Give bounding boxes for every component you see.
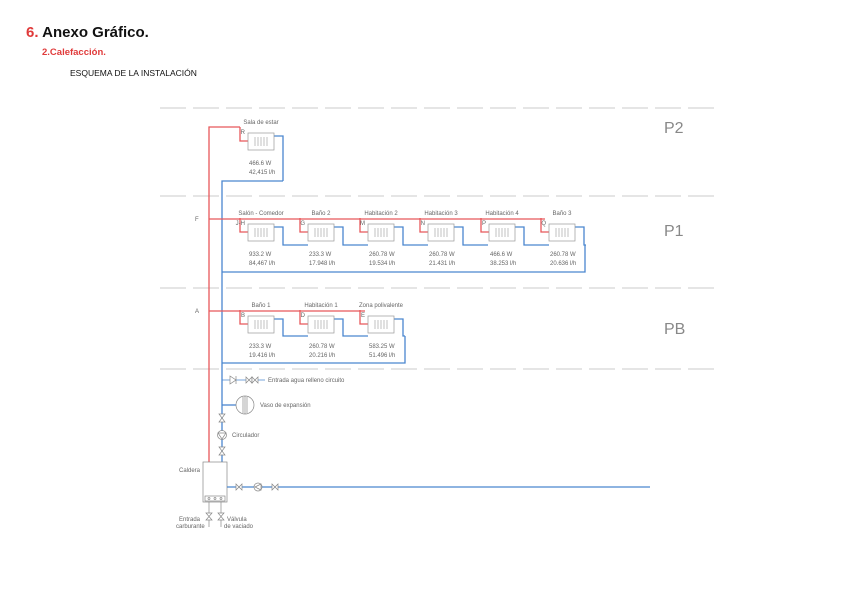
- return-branch: [575, 226, 586, 246]
- expansion-vessel: Vaso de expansión: [222, 395, 311, 415]
- level-label-p2: P2: [664, 120, 684, 137]
- node-tag: Q: [541, 221, 546, 227]
- supply-branch: [239, 127, 248, 142]
- node-tag: P: [482, 221, 486, 227]
- svg-text:Caldera: Caldera: [179, 468, 201, 474]
- radiator-power: 466.6 W: [249, 161, 272, 167]
- return-branch: [515, 226, 549, 246]
- return-branch: [394, 318, 405, 337]
- supply-branch: [480, 218, 489, 233]
- radiator-power: 260.78 W: [429, 252, 455, 258]
- radiator-group: Habitación 1 D 260.78 W 20.216 l/h: [299, 303, 368, 359]
- radiator-group: Baño 1 B 233.3 W 19.416 l/h: [239, 303, 308, 359]
- radiator-power: 233.3 W: [249, 344, 272, 350]
- node-f: F: [195, 217, 199, 223]
- return-pb: [222, 336, 406, 364]
- radiator-group: Baño 2 G 233.3 W 17.948 l/h: [299, 211, 368, 267]
- radiator-flow: 20.636 l/h: [550, 261, 576, 267]
- node-tag: B: [241, 313, 245, 319]
- radiator-flow: 51.496 l/h: [369, 353, 395, 359]
- radiator-flow: 38.253 l/h: [490, 261, 516, 267]
- circulator-pump: Circulador: [217, 413, 259, 456]
- svg-text:de vaciado: de vaciado: [224, 524, 254, 530]
- return-branch: [274, 318, 308, 337]
- return-branch: [274, 226, 308, 246]
- supply-branch: [299, 310, 308, 325]
- svg-text:carburante: carburante: [176, 524, 205, 530]
- room-name: Baño 3: [552, 211, 572, 217]
- radiator-power: 233.3 W: [309, 252, 332, 258]
- radiator-power: 260.78 W: [309, 344, 335, 350]
- radiator-flow: 84,467 l/h: [249, 261, 275, 267]
- section-title: 6. Anexo Gráfico.: [26, 24, 149, 41]
- radiator-power: 583.25 W: [369, 344, 395, 350]
- node-tag: M: [360, 221, 365, 227]
- room-name: Zona polivalente: [359, 303, 404, 309]
- return-branch: [334, 226, 368, 246]
- room-name: Habitación 3: [424, 211, 458, 217]
- radiator-flow: 20.216 l/h: [309, 353, 335, 359]
- level-label-pb: PB: [664, 321, 685, 338]
- return-p1: [222, 245, 586, 273]
- floor-dividers: [160, 107, 720, 370]
- room-name: Baño 1: [251, 303, 271, 309]
- return-branch: [274, 135, 284, 181]
- room-name: Baño 2: [311, 211, 331, 217]
- room-name: Sala de estar: [243, 120, 278, 126]
- node-tag: R: [241, 130, 246, 136]
- node-tag: E: [361, 313, 365, 319]
- node-a: A: [195, 309, 199, 315]
- svg-text:Entrada: Entrada: [179, 517, 201, 523]
- supply-branch: [239, 218, 248, 233]
- svg-text:Válvula: Válvula: [227, 517, 247, 523]
- supply-branch: [359, 218, 368, 233]
- node-tag: N: [421, 221, 425, 227]
- node-tag: J-H: [236, 221, 245, 227]
- radiator-flow: 19.534 l/h: [369, 261, 395, 267]
- radiator-group: Baño 3 Q 260.78 W 20.636 l/h: [540, 211, 586, 267]
- radiator-power: 466.6 W: [490, 252, 513, 258]
- room-name: Salón - Comedor: [238, 211, 283, 217]
- radiator-flow: 42,415 l/h: [249, 170, 275, 176]
- node-tag: D: [301, 313, 306, 319]
- supply-branch: [419, 218, 428, 233]
- node-tag: G: [300, 221, 305, 227]
- return-riser: [221, 180, 283, 462]
- radiator-power: 260.78 W: [550, 252, 576, 258]
- radiator-power: 260.78 W: [369, 252, 395, 258]
- supply-branch: [540, 218, 549, 233]
- supply-branch: [359, 310, 368, 325]
- radiator-flow: 19.416 l/h: [249, 353, 275, 359]
- supply-riser: [208, 126, 240, 462]
- return-branch: [334, 318, 368, 337]
- room-name: Habitación 4: [485, 211, 519, 217]
- return-branch: [394, 226, 428, 246]
- room-name: Habitación 1: [304, 303, 338, 309]
- boiler: Caldera Entrada carburante Válvula de va…: [176, 461, 650, 530]
- radiator-group: Habitación 3 N 260.78 W 21.431 l/h: [419, 211, 488, 267]
- fill-inlet: Entrada agua relleno circuito: [222, 375, 345, 385]
- radiator-group: Habitación 4 P 466.6 W 38.253 l/h: [480, 211, 549, 267]
- room-name: Habitación 2: [364, 211, 398, 217]
- supply-branch: [239, 310, 248, 325]
- level-label-p1: P1: [664, 223, 684, 240]
- supply-branch: [299, 218, 308, 233]
- radiator-power: 933.2 W: [249, 252, 272, 258]
- svg-text:Circulador: Circulador: [232, 433, 259, 439]
- radiator-group: Habitación 2 M 260.78 W 19.534 l/h: [359, 211, 428, 267]
- svg-text:Vaso de expansión: Vaso de expansión: [260, 403, 311, 409]
- radiator-flow: 21.431 l/h: [429, 261, 455, 267]
- return-branch: [454, 226, 488, 246]
- radiator-flow: 17.948 l/h: [309, 261, 335, 267]
- svg-text:Entrada agua relleno circuito: Entrada agua relleno circuito: [268, 378, 345, 384]
- diagram-heading: ESQUEMA DE LA INSTALACIÓN: [70, 68, 197, 78]
- subsection-title: 2.Calefacción.: [42, 47, 106, 58]
